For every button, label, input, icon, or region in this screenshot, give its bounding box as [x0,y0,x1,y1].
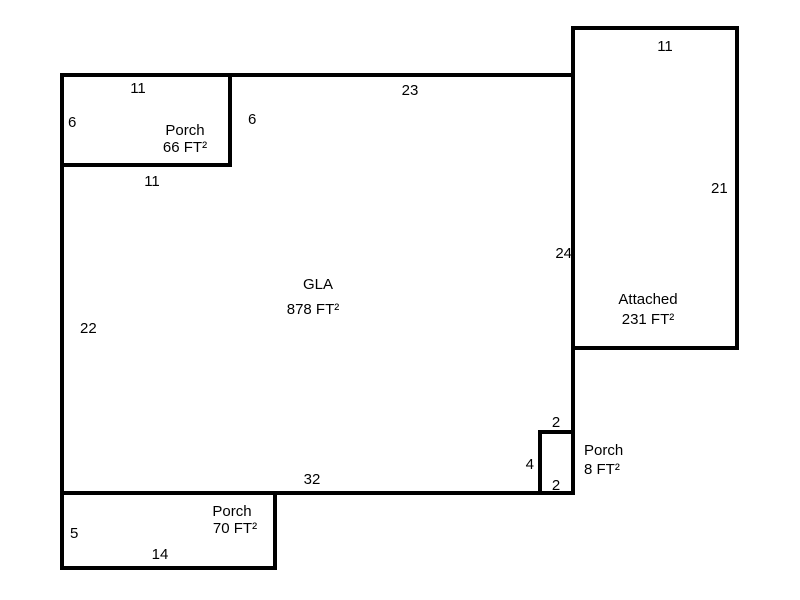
dim-porch-right-bottom: 2 [552,477,560,494]
bottom-porch-label: Porch [212,503,251,520]
dim-porch-top-bottom: 11 [144,173,160,190]
dim-porch-top-left: 6 [68,114,76,131]
attached-label: Attached [618,291,677,308]
dim-porch-right-top: 2 [552,414,560,431]
bottom-porch-area [60,491,277,570]
gla-label: GLA [303,276,333,293]
dim-attached-top: 11 [657,38,673,55]
right-porch-label: Porch [584,442,623,459]
dim-gla-top: 23 [402,82,419,99]
dim-porch-bottom-left: 5 [70,525,78,542]
attached-garage-area [571,26,739,350]
dim-porch-top-right: 6 [248,111,256,128]
right-porch-size: 8 FT² [584,461,620,478]
gla-size: 878 FT² [287,301,340,318]
dim-porch-right-left: 4 [526,456,534,473]
dim-gla-left: 22 [80,320,97,337]
top-porch-label: Porch [165,122,204,139]
bottom-porch-size: 70 FT² [213,520,257,537]
attached-size: 231 FT² [622,311,675,328]
dim-gla-right: 24 [555,245,572,262]
dim-porch-top-width: 11 [130,80,146,97]
dim-porch-bottom-width: 14 [152,546,169,563]
right-porch-area [538,430,575,495]
top-porch-size: 66 FT² [163,139,207,156]
dim-attached-right: 21 [711,180,728,197]
dim-gla-bottom: 32 [304,471,321,488]
top-porch-area [60,73,232,167]
